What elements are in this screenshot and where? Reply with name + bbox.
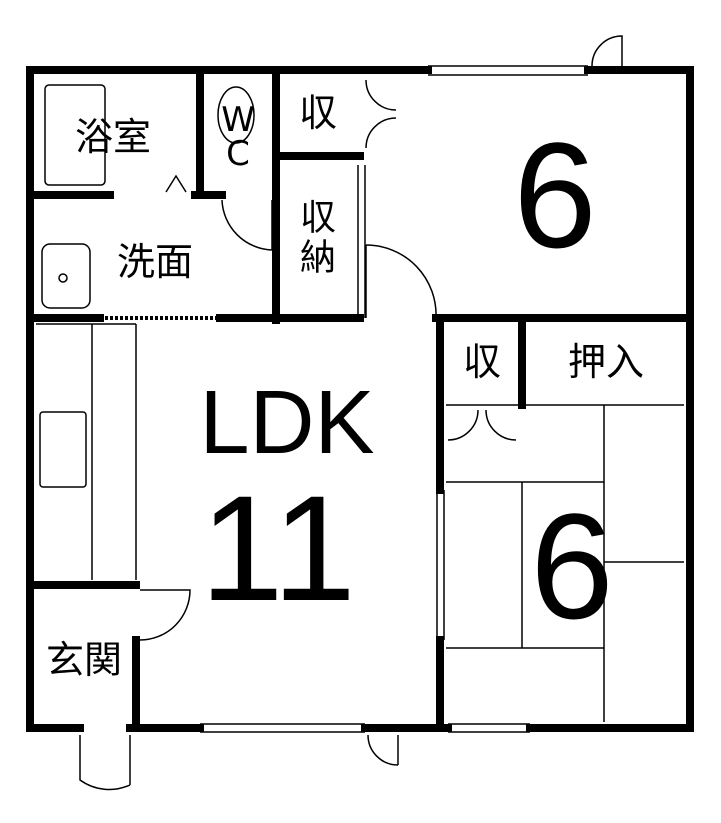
thin-lines	[36, 35, 684, 791]
walls	[26, 66, 694, 732]
